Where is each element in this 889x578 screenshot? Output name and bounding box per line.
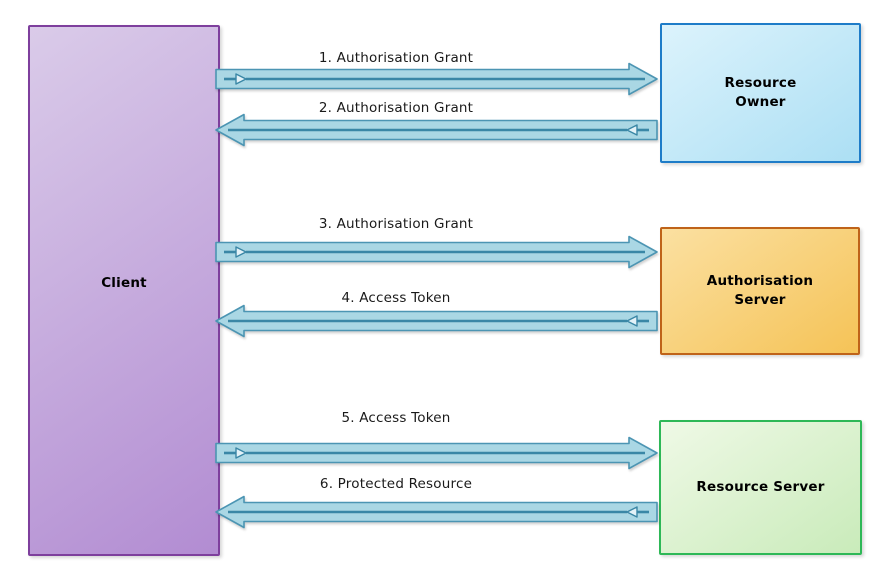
- client-box: Client: [28, 25, 220, 556]
- arrow-label-3: 3. Authorisation Grant: [318, 216, 474, 232]
- arrow-1-right: [215, 62, 658, 96]
- arrow-6-left: [215, 495, 658, 529]
- resource-owner-box: Resource Owner: [660, 23, 861, 163]
- arrow-label-1: 1. Authorisation Grant: [318, 50, 474, 66]
- resource-server-label: Resource Server: [696, 479, 825, 495]
- arrow-label-2: 2. Authorisation Grant: [318, 100, 474, 116]
- client-label: Client: [101, 275, 147, 291]
- authorisation-server-label: Authorisation Server: [706, 273, 814, 308]
- resource-server-box: Resource Server: [659, 420, 862, 555]
- arrow-label-4: 4. Access Token: [341, 290, 451, 306]
- arrow-4-left: [215, 304, 658, 338]
- arrow-3-right: [215, 235, 658, 269]
- authorisation-server-box: Authorisation Server: [660, 227, 860, 355]
- arrow-5-right: [215, 436, 658, 470]
- arrow-label-5: 5. Access Token: [341, 410, 451, 426]
- arrow-label-6: 6. Protected Resource: [319, 476, 473, 492]
- resource-owner-label: Resource Owner: [724, 75, 797, 110]
- arrow-2-left: [215, 113, 658, 147]
